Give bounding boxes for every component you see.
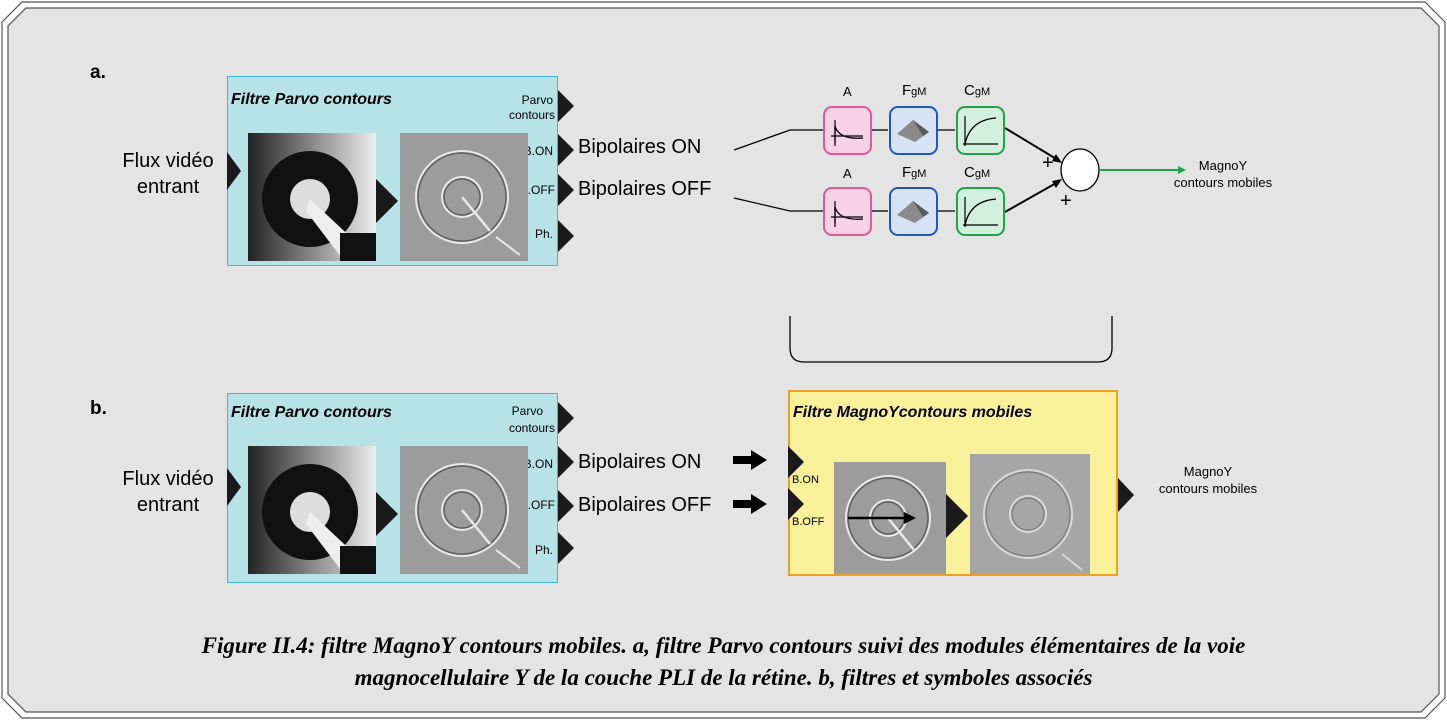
c-main: C [964, 82, 975, 99]
c-main: C [964, 164, 975, 181]
magno-output-port [1118, 478, 1134, 512]
plus-bottom: + [1060, 190, 1072, 212]
module-c-bottom [956, 187, 1005, 236]
output-label-line1: MagnoY [1183, 464, 1233, 479]
output-port-parvo [558, 90, 574, 122]
input-video-image [248, 446, 376, 574]
arrow-right-icon [733, 494, 767, 514]
f-main: F [902, 164, 912, 181]
input-video-image [248, 133, 376, 261]
contour-image [400, 446, 528, 574]
arrow-right-icon [733, 450, 767, 470]
output-b-on: B.ON [523, 457, 553, 471]
grouping-bracket [789, 316, 1113, 363]
stage-arrow [376, 179, 398, 223]
input-label-line1: Flux vidéo [122, 150, 214, 172]
output-port-ph [558, 220, 574, 252]
parvo-filter-block-b: Filtre Parvo contours Parvo contours B.O… [227, 393, 558, 583]
magno-input-image [834, 462, 946, 574]
stage-arrow [946, 494, 968, 538]
panel-b-label: b. [90, 398, 107, 419]
bipolaires-on-label: Bipolaires ON [578, 451, 702, 473]
figure-caption: Figure II.4: filtre MagnoY contours mobi… [40, 630, 1407, 694]
output-port-b-off [558, 174, 574, 206]
output-contours: contours [508, 108, 555, 122]
output-contours: contours [508, 421, 555, 435]
magno-output-image [970, 454, 1090, 574]
output-parvo: Parvo [511, 404, 543, 418]
output-b-off: B.OFF [519, 183, 555, 197]
module-f-top [889, 106, 938, 155]
module-a-bottom [823, 187, 872, 236]
output-ph: Ph. [534, 227, 553, 241]
module-a-label-bottom: A [843, 166, 852, 181]
output-b-off: B.OFF [519, 498, 555, 512]
output-label-line2: contours mobiles [1158, 481, 1258, 496]
panel-b-output-label: MagnoY contours mobiles [1138, 463, 1278, 497]
caption-line-2: magnocellulaire Y de la couche PLI de la… [354, 665, 1093, 690]
panel-a-label: a. [90, 62, 106, 83]
input-port-arrow [227, 468, 241, 506]
output-label-line1: MagnoY [1198, 158, 1248, 173]
parvo-filter-title: Filtre Parvo contours [231, 91, 392, 108]
magno-filter-title: Filtre MagnoYcontours mobiles [793, 404, 1033, 421]
input-label-line2: entrant [136, 176, 200, 198]
module-a-label-top: A [843, 84, 852, 99]
module-f-label-bottom: FgM [902, 164, 926, 181]
output-port-b-on [558, 446, 574, 478]
output-ph: Ph. [534, 543, 553, 557]
output-b-on: B.ON [523, 144, 553, 158]
f-sub: gM [911, 168, 927, 180]
contour-image [400, 133, 528, 261]
input-label-line2: entrant [136, 494, 200, 516]
panel-a-input-label: Flux vidéo entrant [108, 148, 228, 200]
module-c-label-top: CgM [964, 82, 990, 99]
f-sub: gM [911, 86, 927, 98]
bipolaires-on-label: Bipolaires ON [578, 136, 702, 158]
output-port-parvo [558, 402, 574, 434]
f-main: F [902, 82, 912, 99]
caption-line-1: Figure II.4: filtre MagnoY contours mobi… [201, 633, 1246, 658]
output-label-line2: contours mobiles [1173, 175, 1273, 190]
input-port-arrow [227, 152, 241, 190]
magno-input-b-off: B.OFF [792, 516, 825, 528]
magno-input-b-on: B.ON [792, 474, 819, 486]
module-a-top [823, 106, 872, 155]
output-port-b-on [558, 134, 574, 166]
parvo-filter-block-a: Filtre Parvo contours Parvo contours B.O… [227, 76, 558, 266]
bipolaires-off-label: Bipolaires OFF [578, 178, 712, 200]
module-c-label-bottom: CgM [964, 164, 990, 181]
output-parvo: Parvo [521, 93, 553, 107]
panel-b-input-label: Flux vidéo entrant [108, 466, 228, 518]
stage-arrow [376, 492, 398, 536]
output-port-ph [558, 532, 574, 564]
output-port-b-off [558, 490, 574, 522]
magno-input-port-b-on [788, 446, 804, 478]
bipolaires-off-label: Bipolaires OFF [578, 494, 712, 516]
input-label-line1: Flux vidéo [122, 468, 214, 490]
module-c-top [956, 106, 1005, 155]
c-sub: gM [974, 86, 991, 98]
module-f-label-top: FgM [902, 82, 926, 99]
module-f-bottom [889, 187, 938, 236]
panel-a-output-label: MagnoY contours mobiles [1163, 157, 1283, 191]
plus-top: + [1042, 152, 1054, 174]
magno-input-port-b-off [788, 488, 804, 520]
c-sub: gM [974, 168, 991, 180]
parvo-filter-title: Filtre Parvo contours [231, 404, 392, 421]
magno-filter-block: Filtre MagnoYcontours mobiles B.ON B.OFF [788, 390, 1118, 576]
